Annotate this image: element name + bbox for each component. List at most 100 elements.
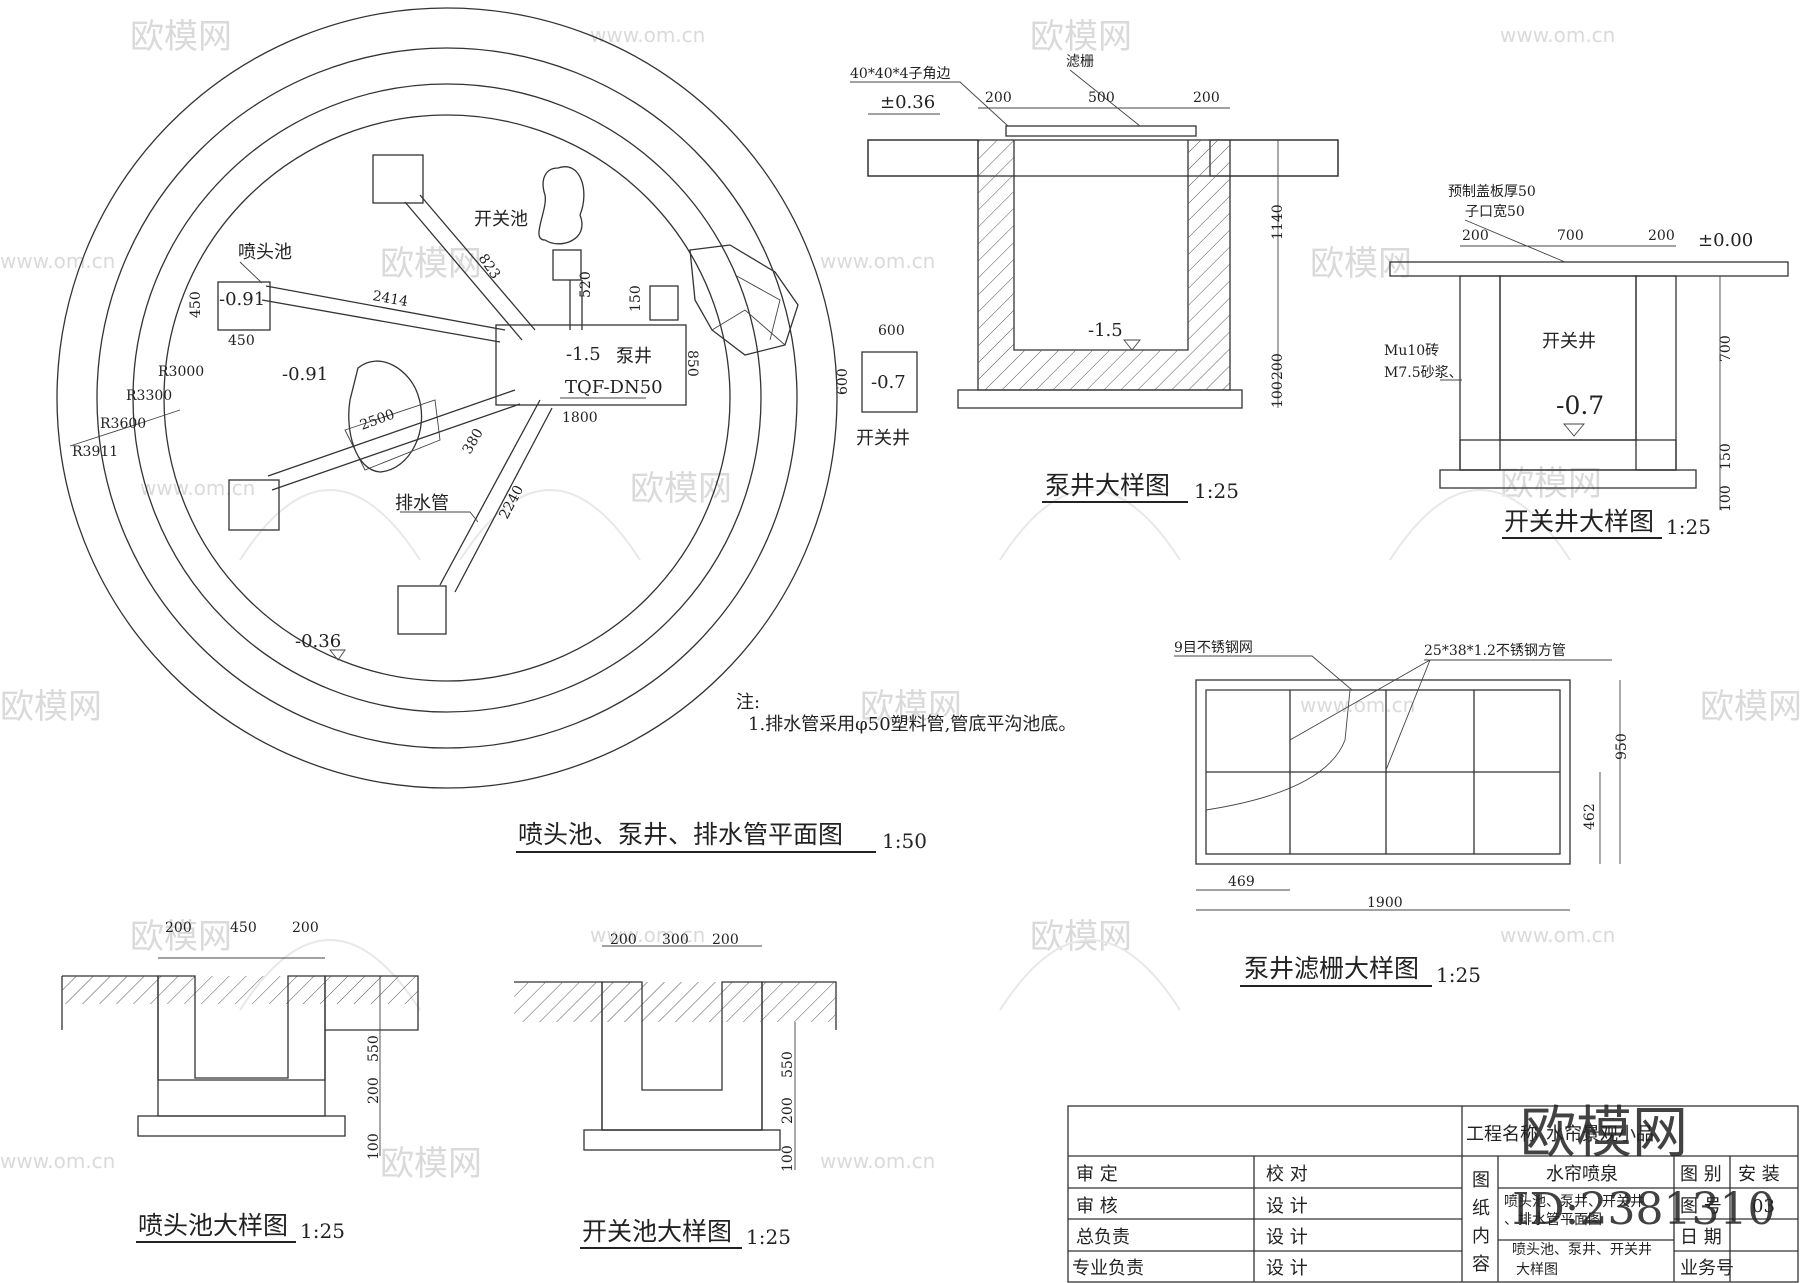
dim-pipe-2414: 2414 (371, 288, 409, 310)
grate-dim-950: 950 (1614, 733, 1630, 760)
dim-switch-well-600-w: 600 (878, 323, 905, 339)
pump-model: TQF-DN50 (565, 377, 663, 398)
pump-well-scale: 1:25 (1194, 479, 1239, 503)
dim-head-pool-width: 450 (228, 333, 255, 349)
watermark-logo: 欧模网 (860, 687, 962, 727)
corner-box-top (372, 154, 424, 204)
tb-content-bot-2: 大样图 (1516, 1262, 1558, 1278)
watermark-url: www.om.cn (590, 923, 705, 947)
switch-well-dim-200-r: 200 (1648, 228, 1675, 244)
watermark-url: www.om.cn (1300, 693, 1415, 717)
watermark-logo: 欧模网 (1700, 687, 1800, 727)
pump-well-dim-200-r: 200 (1193, 90, 1220, 106)
tb-val-1: 安 装 (1738, 1164, 1780, 1185)
switch-well-plan-box (861, 351, 918, 413)
plan-scale: 1:50 (882, 829, 927, 853)
pool-rings (56, 7, 838, 789)
label-head-pool: 喷头池 (238, 242, 292, 263)
tb-key-4: 业务号 (1680, 1258, 1734, 1279)
grate-detail: 9目不锈钢网 25*38*1.2不锈钢方管 950 462 469 1900 泵… (1174, 640, 1630, 987)
watermark-logo: 欧模网 (130, 917, 232, 957)
dim-pump-850: 850 (684, 350, 700, 377)
switch-well-detail: 预制盖板厚50 子口宽50 200 700 200 ±0.00 Mu10砖 M7… (1384, 184, 1789, 539)
note-head: 注: (736, 692, 760, 713)
tb-r1-right: 校 对 (1266, 1164, 1308, 1185)
head-pool-box (217, 281, 271, 331)
plan-title: 喷头池、泵井、排水管平面图 (518, 820, 843, 849)
watermark-logo: 欧模网 (630, 469, 732, 509)
head-pool-dim-100: 100 (366, 1133, 382, 1160)
switch-pool-dim-200-l: 200 (610, 932, 637, 948)
drain-pipe-2500 (267, 389, 521, 491)
switch-pool-box (552, 249, 582, 281)
tb-content-v-1: 图 (1472, 1170, 1490, 1191)
pump-well-dim-1140: 1140 (1270, 204, 1286, 240)
switch-well-slot: 子口宽50 (1465, 203, 1525, 220)
tb-r3-left: 总负责 (1076, 1227, 1130, 1248)
pump-well-dim-200-l: 200 (985, 90, 1012, 106)
radius-label-r3911: R3911 (72, 444, 118, 460)
pump-well-grate (1005, 125, 1197, 137)
tb-project-name: 水帘景观小品 (1546, 1124, 1654, 1145)
watermark-url: www.om.cn (0, 249, 115, 273)
plan-elevation-left: -0.91 (282, 364, 328, 385)
watermark-url: www.om.cn (0, 1149, 115, 1173)
dim-head-pool-height: 450 (188, 291, 204, 318)
tb-content-mid-2: 、排水管平面图 (1504, 1212, 1602, 1228)
head-pool-dim-200-r: 200 (292, 920, 319, 936)
tb-content-mid-1: 喷头池、泵井、开关井 (1504, 1194, 1644, 1210)
tb-r3-right: 设 计 (1266, 1227, 1308, 1248)
corner-box-left (228, 479, 280, 531)
switch-pool-dim-550: 550 (780, 1051, 796, 1078)
drain-pipe-2240 (439, 399, 553, 593)
switch-well-name: 开关井 (1542, 331, 1596, 352)
watermark-logo: 欧模网 (380, 244, 482, 284)
tb-r2-right: 设 计 (1266, 1196, 1308, 1217)
switch-well-dim-700: 700 (1557, 228, 1584, 244)
switch-pool-title: 开关池大样图 (582, 1217, 732, 1246)
tb-r2-left: 审 核 (1076, 1196, 1118, 1217)
pump-well-detail: 40*40*4子角边 滤栅 ±0.36 200 500 200 -1.5 114… (850, 54, 1339, 503)
switch-well-dim-150: 150 (1718, 443, 1734, 470)
watermark-logo-large: 欧模网 (1520, 1101, 1688, 1166)
pump-well-dim-100: 100 (1270, 381, 1286, 408)
head-pool-detail: 200 450 200 550 200 100 喷头池大样图 1:25 (61, 920, 419, 1243)
switch-pool-detail: 200 300 200 550 200 100 开关池大样图 1:25 (514, 932, 837, 1249)
pump-well-dim-200: 200 (1270, 353, 1286, 380)
watermark-url: www.om.cn (590, 23, 705, 47)
radius-label-r3300: R3300 (126, 388, 172, 404)
watermark-logo: 欧模网 (1310, 244, 1412, 284)
dim-pipe-380: 380 (460, 426, 487, 457)
tb-key-3: 日 期 (1680, 1227, 1722, 1248)
switch-well-elev-top: ±0.00 (1698, 230, 1753, 251)
watermark-url: www.om.cn (1500, 23, 1615, 47)
dim-pipe-520: 520 (578, 271, 594, 298)
tb-content-top: 水帘喷泉 (1546, 1164, 1618, 1185)
rock-top (538, 166, 585, 245)
grate-dim-462: 462 (1582, 803, 1598, 830)
pump-well-angle: 40*40*4子角边 (850, 66, 951, 82)
tb-r1-left: 审 定 (1076, 1164, 1118, 1185)
pump-well-elevation: -1.5 (566, 344, 601, 365)
head-pool-dim-450: 450 (230, 920, 257, 936)
head-pool-dim-550: 550 (366, 1035, 382, 1062)
tb-content-v-2: 纸 (1472, 1198, 1490, 1219)
drain-pipe-2414 (261, 285, 506, 343)
head-pool-scale: 1:25 (300, 1219, 345, 1243)
tb-val-2: 03 (1752, 1196, 1775, 1217)
note-block: 注: 1.排水管采用φ50塑料管,管底平沟池底。 (736, 692, 1076, 735)
grate-tube-label: 25*38*1.2不锈钢方管 (1424, 643, 1566, 659)
switch-well-plan-elevation: -0.7 (871, 372, 906, 393)
grate-dim-1900: 1900 (1367, 895, 1403, 911)
note-line-1: 1.排水管采用φ50塑料管,管底平沟池底。 (748, 714, 1076, 735)
radius-label-r3600: R3600 (100, 416, 146, 432)
tb-content-v-3: 内 (1472, 1226, 1490, 1247)
pump-well-elev-bottom: -1.5 (1088, 320, 1123, 341)
switch-well-elev-bottom: -0.7 (1556, 391, 1604, 420)
tb-r4-right: 设 计 (1266, 1258, 1308, 1279)
dim-valve-150: 150 (628, 285, 644, 312)
switch-well-dim-200-l: 200 (1462, 228, 1489, 244)
watermark-logo: 欧模网 (1500, 464, 1602, 504)
watermark-logo: 欧模网 (0, 687, 102, 727)
tb-r4-left: 专业负责 (1072, 1258, 1144, 1279)
